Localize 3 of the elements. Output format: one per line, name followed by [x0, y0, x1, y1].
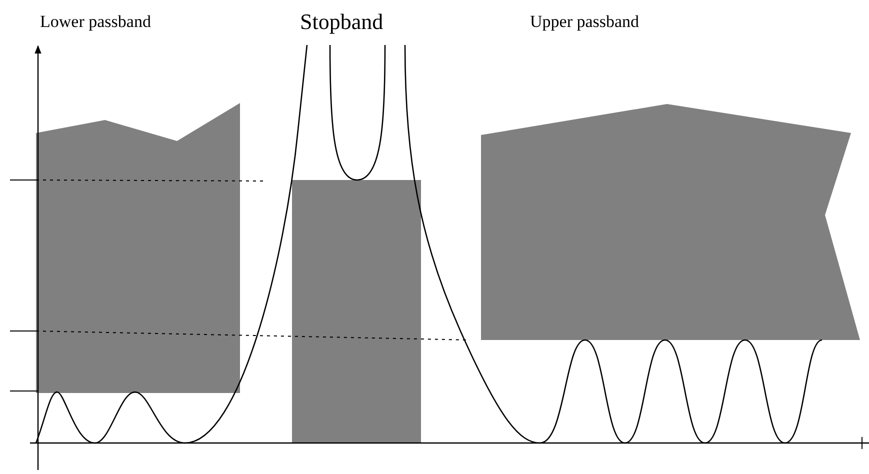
- band-label: Lower passband: [40, 13, 151, 32]
- band-label: Upper passband: [530, 13, 640, 32]
- band-label: Stopband: [300, 10, 384, 34]
